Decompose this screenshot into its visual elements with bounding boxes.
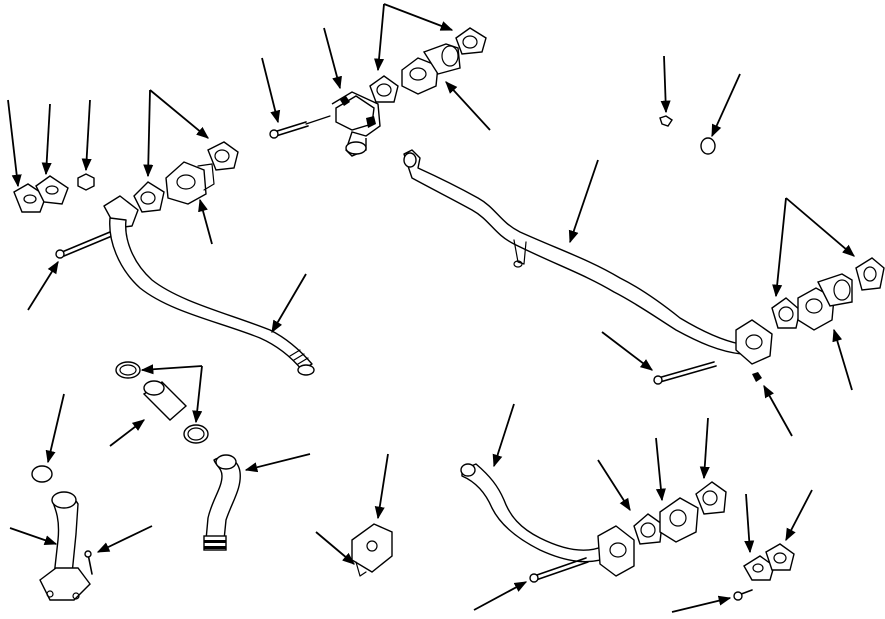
nut-icon: [659, 115, 673, 127]
cover-plate-icon: [351, 523, 393, 577]
hose-clamp-icon: [115, 361, 141, 379]
connector-tube-icon: [142, 380, 188, 421]
nut-icon: [77, 173, 95, 191]
pipe-icon: [460, 463, 635, 577]
gasket-icon: [855, 257, 885, 291]
flange-plate-icon: [743, 555, 775, 581]
thermostat-housing-icon: [331, 91, 381, 157]
elbow-fitting-icon: [39, 491, 91, 601]
o-ring-icon: [700, 137, 716, 155]
left-upper-group: [13, 141, 315, 376]
leader-arrows: [7, 3, 855, 613]
pipe-icon: [103, 195, 315, 376]
gasket-icon: [633, 513, 663, 545]
pipe-icon: [403, 149, 773, 365]
flange-plate-icon: [35, 175, 69, 205]
bolt-icon: [733, 589, 753, 601]
center-top-group: [269, 27, 487, 157]
bolt-icon: [269, 115, 331, 139]
lower-left-group: [31, 361, 241, 601]
thermostat-housing-icon: [797, 273, 853, 331]
gasket-icon: [771, 297, 801, 329]
bolt-icon: [529, 557, 589, 583]
gasket-icon: [207, 141, 239, 171]
lower-right-group: [460, 463, 795, 601]
thermostat-housing-icon: [165, 161, 215, 205]
gasket-icon: [455, 27, 487, 55]
o-ring-icon: [31, 465, 53, 483]
gasket-icon: [695, 481, 727, 515]
bolt-icon: [84, 550, 93, 575]
gasket-icon: [765, 543, 795, 571]
thermostat-housing-icon: [401, 43, 461, 95]
bolt-icon: [653, 361, 717, 385]
thermostat-housing-icon: [659, 497, 699, 543]
gasket-icon: [369, 75, 399, 103]
gasket-icon: [133, 181, 165, 213]
bolt-icon: [55, 231, 113, 259]
right-group: [653, 257, 885, 385]
hose-clamp-icon: [183, 424, 209, 444]
nut-icon: [752, 372, 762, 382]
hose-icon: [203, 454, 241, 551]
